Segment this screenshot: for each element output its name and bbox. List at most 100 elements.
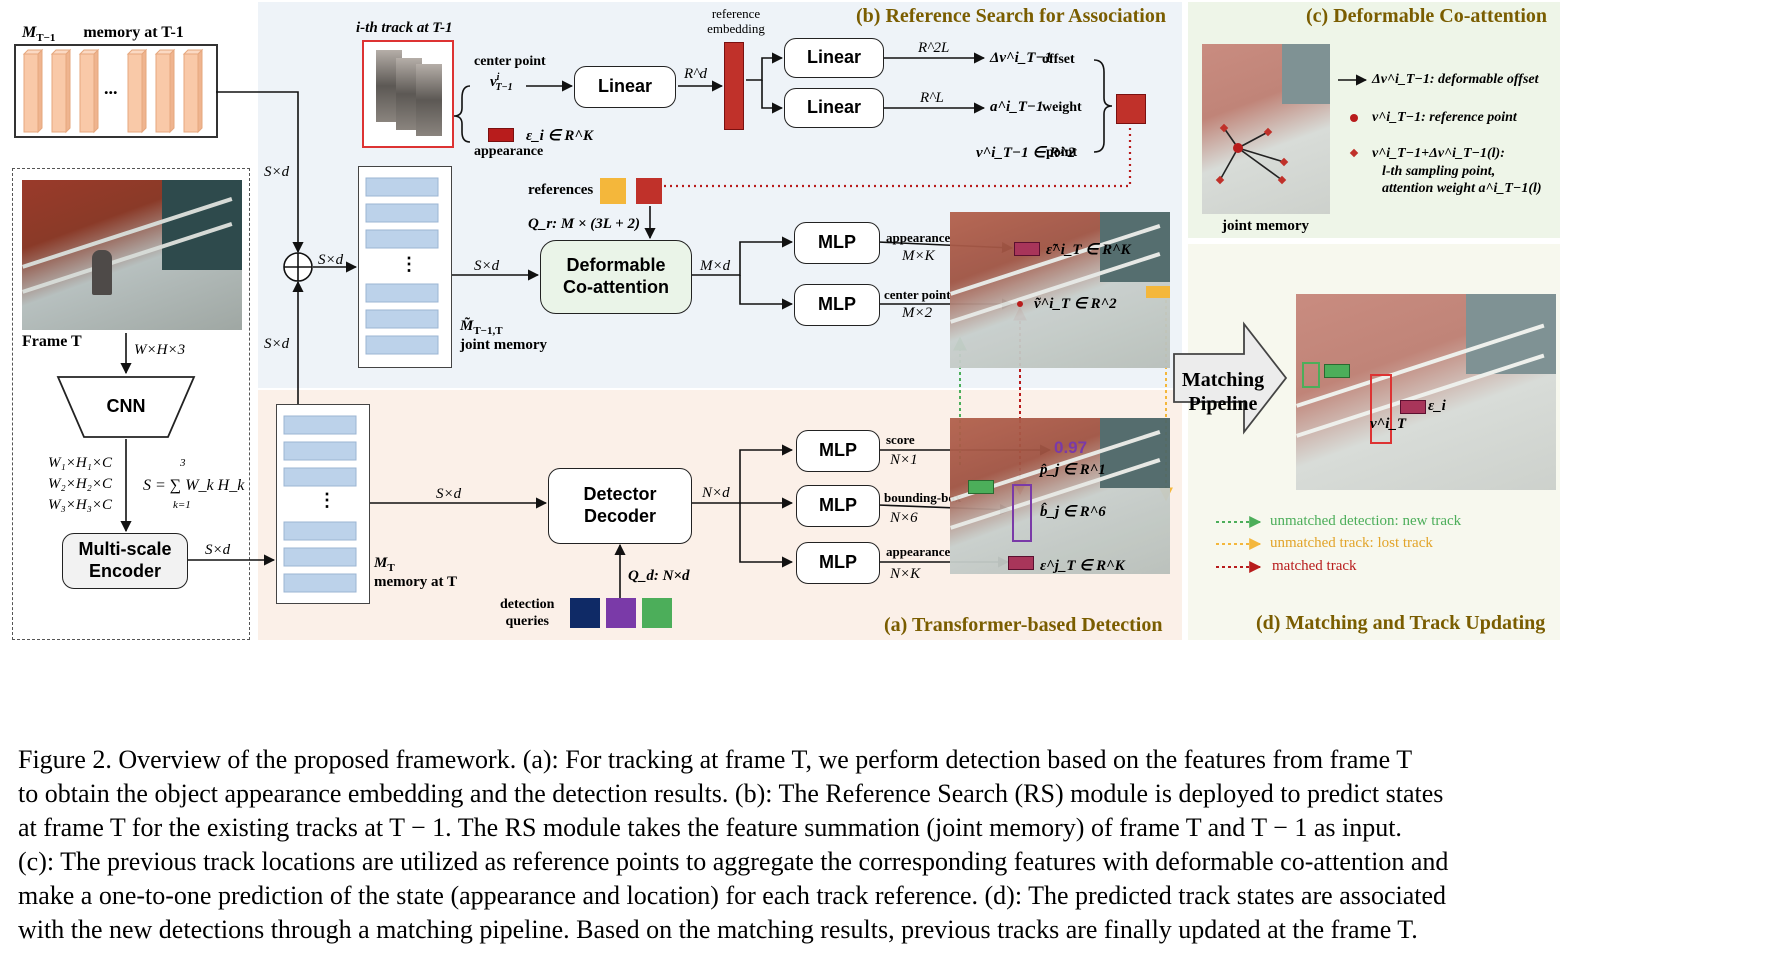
sampling-diagram: [1215, 123, 1289, 185]
matching-arrow: [1173, 321, 1288, 435]
query-navy: [570, 598, 600, 628]
linear-main: Linear: [574, 66, 676, 108]
track-appearance-label: appearance: [474, 144, 544, 159]
slab: [78, 48, 100, 134]
mlp-score: MLP: [796, 430, 880, 472]
joint-memory-slabs: [365, 177, 439, 355]
caption-line: (c): The previous track locations are ut…: [18, 847, 1449, 876]
track-crop-3: [416, 64, 442, 136]
mlp-rs-appearance: MLP: [794, 222, 880, 264]
bbox-name: bounding-box: [884, 490, 962, 505]
deform-out: M×d: [700, 258, 731, 274]
updated-v: v^i_T: [1370, 416, 1407, 432]
region-title-d: (d) Matching and Track Updating: [1256, 612, 1546, 634]
linear-main-out: R^d: [684, 66, 707, 82]
slab: [182, 48, 204, 134]
track-title: i-th track at T-1: [356, 20, 453, 36]
mlp-bbox: MLP: [796, 485, 880, 527]
track-appearance-sym: ε_i ∈ R^K: [526, 128, 593, 144]
rs-center-name: center point: [884, 287, 951, 302]
region-title-c: (c) Deformable Co-attention: [1306, 5, 1548, 27]
matching-output-image: [1296, 294, 1556, 490]
rs-app-out: ε̃^i_T ∈ R^K: [1046, 242, 1131, 258]
caption-line: make a one-to-one prediction of the stat…: [18, 881, 1447, 910]
caption-line: Figure 2. Overview of the proposed frame…: [18, 745, 1413, 774]
figure-caption: Figure 2. Overview of the proposed frame…: [18, 743, 1763, 947]
point-out: v^i_T−1 ∈ R^2: [976, 145, 1076, 161]
memory-t-label: MT memory at T: [374, 555, 458, 590]
center-point-sym: viT−1: [490, 72, 513, 93]
mlp-rs-center: MLP: [794, 284, 880, 326]
sum-formula: 3 S = ∑ W_k H_k k=1: [143, 457, 245, 511]
slab: [126, 48, 148, 134]
updated-track-emb: [1400, 400, 1426, 414]
deform-in: S×d: [474, 258, 500, 274]
memory-t-ellipsis: ⋮: [318, 490, 336, 510]
new-track-chip: [968, 480, 994, 494]
caption-line: with the new detections through a matchi…: [18, 915, 1418, 944]
point-name: point: [1046, 145, 1078, 160]
matching-legend-arrows: [1216, 516, 1262, 573]
legend-samp-3: attention weight a^i_T−1(l): [1382, 181, 1542, 196]
query-purple: [606, 598, 636, 628]
cnn-shape: [56, 376, 196, 438]
frame-dims: W×H×3: [134, 342, 186, 358]
linear-weight: Linear: [784, 88, 884, 128]
feat-3: W₃×H₃×C: [48, 497, 113, 513]
joint-memory-box: [358, 166, 452, 368]
legend-lost-track: unmatched track: lost track: [1270, 535, 1433, 551]
sum-node: [283, 252, 313, 282]
score-name: score: [886, 432, 915, 447]
caption-line: at frame T for the existing tracks at T …: [18, 813, 1402, 842]
legend-ref: v^i_T−1: reference point: [1372, 110, 1517, 125]
legend-ref-dot: [1350, 114, 1358, 122]
reference-red: [636, 178, 662, 204]
decoder-out: N×d: [702, 485, 730, 501]
legend-matched-track: matched track: [1272, 558, 1357, 574]
ref-embedding-bar: [724, 42, 744, 130]
rs-appearance-name: appearance: [886, 230, 951, 245]
linear-offset-dim: R^2L: [918, 40, 950, 56]
score-dim: N×1: [890, 452, 918, 468]
legend-new-track: unmatched detection: new track: [1270, 513, 1462, 529]
legend-offset: Δv^i_T−1: deformable offset: [1372, 72, 1539, 87]
rs-app-chip: [1014, 242, 1040, 256]
ref-embedding-label: reference embedding: [707, 6, 765, 36]
weight-name: weight: [1042, 100, 1082, 115]
decoder-in: S×d: [436, 486, 462, 502]
new-track-emb: [1324, 364, 1350, 378]
slab: [154, 48, 176, 134]
offset-name: offset: [1042, 52, 1075, 67]
appearance-out: ε^j_T ∈ R^K: [1040, 558, 1125, 574]
track-appearance-chip: [488, 128, 514, 142]
sxd-top: S×d: [264, 164, 290, 180]
updated-track-box: [1370, 374, 1392, 444]
memory-t-slabs: [283, 415, 357, 593]
references-label: references: [528, 182, 594, 198]
bbox-out: b̂_j ∈ R^6: [1040, 504, 1106, 520]
slab: [50, 48, 72, 134]
region-title-b: (b) Reference Search for Association: [856, 5, 1166, 27]
det-app-chip: [1008, 556, 1034, 570]
center-point-label: center point: [474, 54, 546, 69]
score-value: 0.97: [1054, 438, 1088, 457]
frame-label: Frame T: [22, 333, 82, 350]
detection-output-image: [950, 418, 1170, 574]
feat-2: W₂×H₂×C: [48, 476, 113, 492]
joint-memory-label: M̃T−1,T joint memory: [460, 318, 548, 353]
rs-center-dim: M×2: [902, 305, 933, 321]
offset-out: Δv^i_T−1: [990, 50, 1053, 66]
det-bbox: [1012, 484, 1032, 542]
rs-output-image: [950, 212, 1170, 368]
frame-image: [22, 180, 242, 330]
reference-yellow: [600, 178, 626, 204]
rs-appearance-dim: M×K: [902, 248, 935, 264]
legend-samp-2: l-th sampling point,: [1382, 164, 1496, 179]
mlp-appearance: MLP: [796, 542, 880, 584]
encoder-out-dim: S×d: [205, 542, 231, 558]
